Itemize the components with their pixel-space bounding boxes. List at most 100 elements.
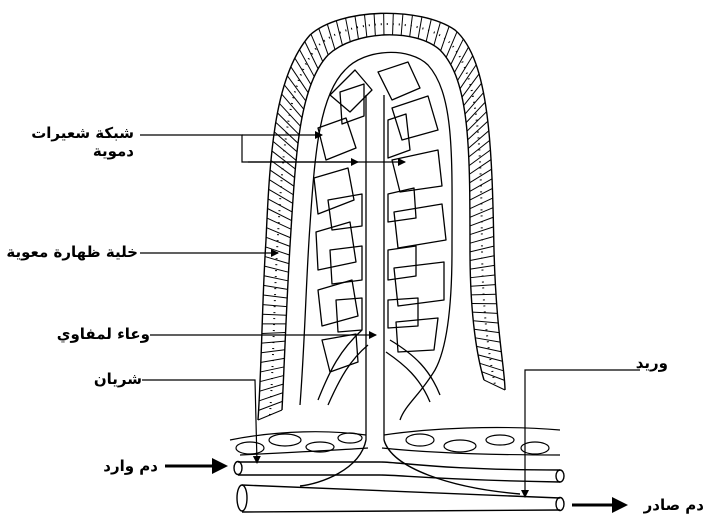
epithelial-cell-wall bbox=[259, 375, 284, 383]
epithelial-cell-wall bbox=[469, 216, 494, 227]
capillary-cell bbox=[391, 149, 443, 193]
epithelial-cell-wall bbox=[425, 19, 432, 42]
epithelial-cell-wall bbox=[264, 265, 289, 273]
epithelial-cell-wall bbox=[469, 197, 493, 210]
capillary-cell bbox=[393, 261, 445, 307]
venule-tube bbox=[236, 439, 565, 513]
epithelial-cell-wall bbox=[417, 16, 423, 39]
epithelial-cell-wall bbox=[263, 284, 288, 290]
capillary-cell bbox=[387, 113, 411, 159]
epithelial-cell-wall bbox=[471, 293, 496, 296]
epithelial-cell-wall bbox=[270, 160, 295, 178]
submucosa bbox=[229, 426, 561, 456]
capillary-cell bbox=[391, 95, 439, 141]
epithelial-cell-wall bbox=[463, 82, 482, 106]
epithelial-cell-wall bbox=[279, 103, 301, 127]
label-epithelial-cell: خلية ظهارة معوية bbox=[6, 243, 138, 261]
epithelial-cell-wall bbox=[467, 130, 490, 149]
epithelial-cell-wall bbox=[469, 226, 494, 236]
epithelial-cell-wall bbox=[481, 371, 505, 381]
epithelial-cell-wall bbox=[277, 112, 300, 136]
epithelial-cell-wall bbox=[257, 409, 283, 421]
epithelial-cell-wall bbox=[459, 64, 477, 89]
epithelial-cell-wall bbox=[272, 140, 297, 161]
epithelial-cell-wall bbox=[262, 304, 287, 308]
vein-vessel bbox=[385, 339, 441, 403]
epithelial-cell-wall bbox=[283, 84, 305, 110]
epithelial-cell-wall bbox=[472, 311, 498, 314]
epithelial-cell-wall bbox=[265, 246, 290, 256]
blood-out-arrow bbox=[572, 497, 628, 513]
capillary-cell bbox=[321, 333, 359, 373]
epithelial-cell-wall bbox=[310, 33, 324, 62]
capillary-cell bbox=[387, 245, 417, 281]
leader-lines bbox=[140, 131, 640, 498]
epithelial-cell-wall bbox=[466, 111, 487, 132]
epithelial-cell-wall bbox=[474, 328, 500, 334]
artery-vessel bbox=[317, 329, 369, 406]
epithelial-cell-wall bbox=[345, 17, 351, 42]
epithelial-cell-wall bbox=[261, 331, 286, 334]
epithelial-cell-wall bbox=[470, 264, 495, 270]
epithelial-cell-wall bbox=[470, 284, 496, 287]
epithelial-cell-wall bbox=[363, 14, 368, 38]
label-blood-in: دم وارد bbox=[103, 457, 158, 475]
epithelial-cell-wall bbox=[267, 198, 293, 213]
epithelial-cell-wall bbox=[264, 256, 290, 265]
epithelial-cell-wall bbox=[464, 92, 484, 115]
capillary-cell bbox=[387, 187, 417, 223]
epithelial-cell-wall bbox=[469, 178, 493, 192]
epithelial-cell-wall bbox=[275, 121, 299, 144]
epithelial-cell-wall bbox=[304, 41, 319, 69]
capillary-cell bbox=[315, 221, 357, 271]
villus-core-outline bbox=[299, 51, 453, 421]
epithelial-cell-wall bbox=[290, 66, 309, 93]
label-vein: وريد bbox=[635, 354, 668, 372]
capillary-cell bbox=[317, 117, 357, 161]
epithelium-layer bbox=[257, 12, 506, 421]
epithelial-cell-wall bbox=[373, 13, 376, 36]
epithelial-cell-wall bbox=[263, 275, 289, 282]
epithelial-cell-wall bbox=[262, 313, 287, 316]
epithelial-cell-wall bbox=[476, 345, 502, 353]
label-capillary-network: شبكة شعيرات دموية bbox=[31, 124, 134, 160]
capillary-cell bbox=[317, 279, 359, 327]
epithelial-cell-wall bbox=[457, 55, 474, 81]
epithelial-cell-wall bbox=[286, 75, 307, 102]
epithelial-cell-wall bbox=[467, 120, 489, 141]
epithelial-cell-wall bbox=[354, 15, 359, 40]
epithelial-cell-wall bbox=[469, 159, 492, 175]
epithelial-cell-wall bbox=[260, 357, 285, 363]
epithelial-cell-wall bbox=[260, 366, 285, 373]
epithelial-cell-wall bbox=[469, 255, 495, 261]
epithelial-cell-wall bbox=[479, 362, 504, 372]
label-capillary-network-line1: شبكة شعيرات bbox=[31, 124, 134, 142]
capillary-cell bbox=[313, 167, 355, 215]
epithelial-cell-wall bbox=[470, 274, 495, 279]
epithelial-cell-wall bbox=[477, 354, 503, 362]
epithelial-cell-wall bbox=[468, 139, 491, 158]
capillary-cell bbox=[329, 69, 373, 113]
epithelial-cell-wall bbox=[258, 392, 283, 402]
epithelial-cell-wall bbox=[483, 379, 506, 391]
epithelial-cell-wall bbox=[318, 28, 329, 56]
capillary-cell bbox=[339, 83, 365, 125]
epithelial-cell-wall bbox=[326, 24, 336, 50]
epithelial-cell-wall bbox=[440, 26, 450, 51]
epithelial-cell-wall bbox=[299, 49, 315, 77]
epithelial-cell-wall bbox=[271, 150, 296, 170]
epithelial-cell-wall bbox=[469, 236, 494, 244]
epithelial-cell-wall bbox=[258, 400, 283, 411]
capillary-cell bbox=[327, 193, 363, 231]
capillary-cell bbox=[393, 203, 447, 249]
epithelial-cell-wall bbox=[468, 149, 491, 167]
epithelial-cell-wall bbox=[392, 13, 394, 35]
capillary-cell bbox=[387, 297, 419, 329]
blood-in-arrow bbox=[165, 458, 228, 474]
epithelial-cell-wall bbox=[261, 349, 285, 354]
label-artery: شريان bbox=[93, 370, 142, 388]
epithelial-cell-wall bbox=[409, 15, 413, 37]
epithelial-cell-wall bbox=[266, 217, 292, 230]
capillary-cell bbox=[395, 317, 439, 353]
